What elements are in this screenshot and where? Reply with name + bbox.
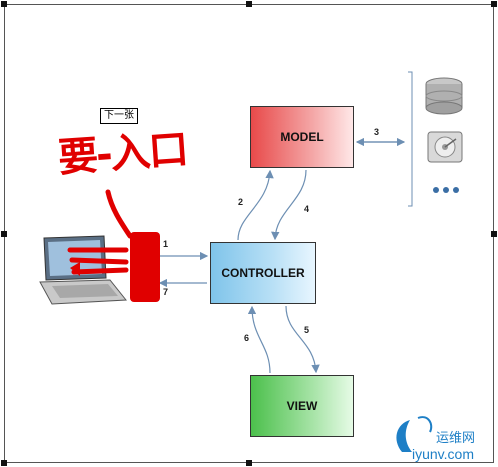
handwritten-annotation: 要-入口 xyxy=(56,126,189,182)
resize-handle-middle-right[interactable] xyxy=(491,231,497,237)
watermark-url: iyunv.com xyxy=(412,446,474,462)
arrow-4 xyxy=(271,169,307,241)
resize-handle-top-center[interactable] xyxy=(246,1,252,7)
more-storage-icon xyxy=(433,187,459,193)
arrow-label-7: 7 xyxy=(163,287,169,297)
view-label: VIEW xyxy=(286,399,318,413)
controller-box: CONTROLLER xyxy=(210,242,316,304)
arrow-label-4: 4 xyxy=(304,204,310,214)
resize-handle-top-right[interactable] xyxy=(491,1,497,7)
controller-label: CONTROLLER xyxy=(221,266,305,280)
red-annotation-marks xyxy=(67,189,160,302)
arrow-2 xyxy=(237,169,274,241)
arrow-label-6: 6 xyxy=(244,333,250,343)
model-label: MODEL xyxy=(280,130,324,144)
arrow-5 xyxy=(285,305,320,374)
view-box: VIEW xyxy=(250,375,354,437)
storage-bracket xyxy=(408,71,413,207)
next-page-button[interactable]: 下一张 xyxy=(100,108,138,124)
model-box: MODEL xyxy=(250,106,354,168)
arrow-label-5: 5 xyxy=(304,325,310,335)
resize-handle-bottom-center[interactable] xyxy=(246,460,252,466)
arrow-6 xyxy=(247,305,271,374)
database-icon xyxy=(425,77,463,115)
arrow-label-2: 2 xyxy=(238,197,244,207)
resize-handle-bottom-left[interactable] xyxy=(1,460,7,466)
resize-handle-middle-left[interactable] xyxy=(1,231,7,237)
watermark-text: 运维网 xyxy=(436,431,476,446)
hard-drive-icon xyxy=(427,131,463,163)
resize-handle-top-left[interactable] xyxy=(1,1,7,7)
arrow-label-1: 1 xyxy=(163,239,169,249)
arrow-label-3: 3 xyxy=(374,127,380,137)
